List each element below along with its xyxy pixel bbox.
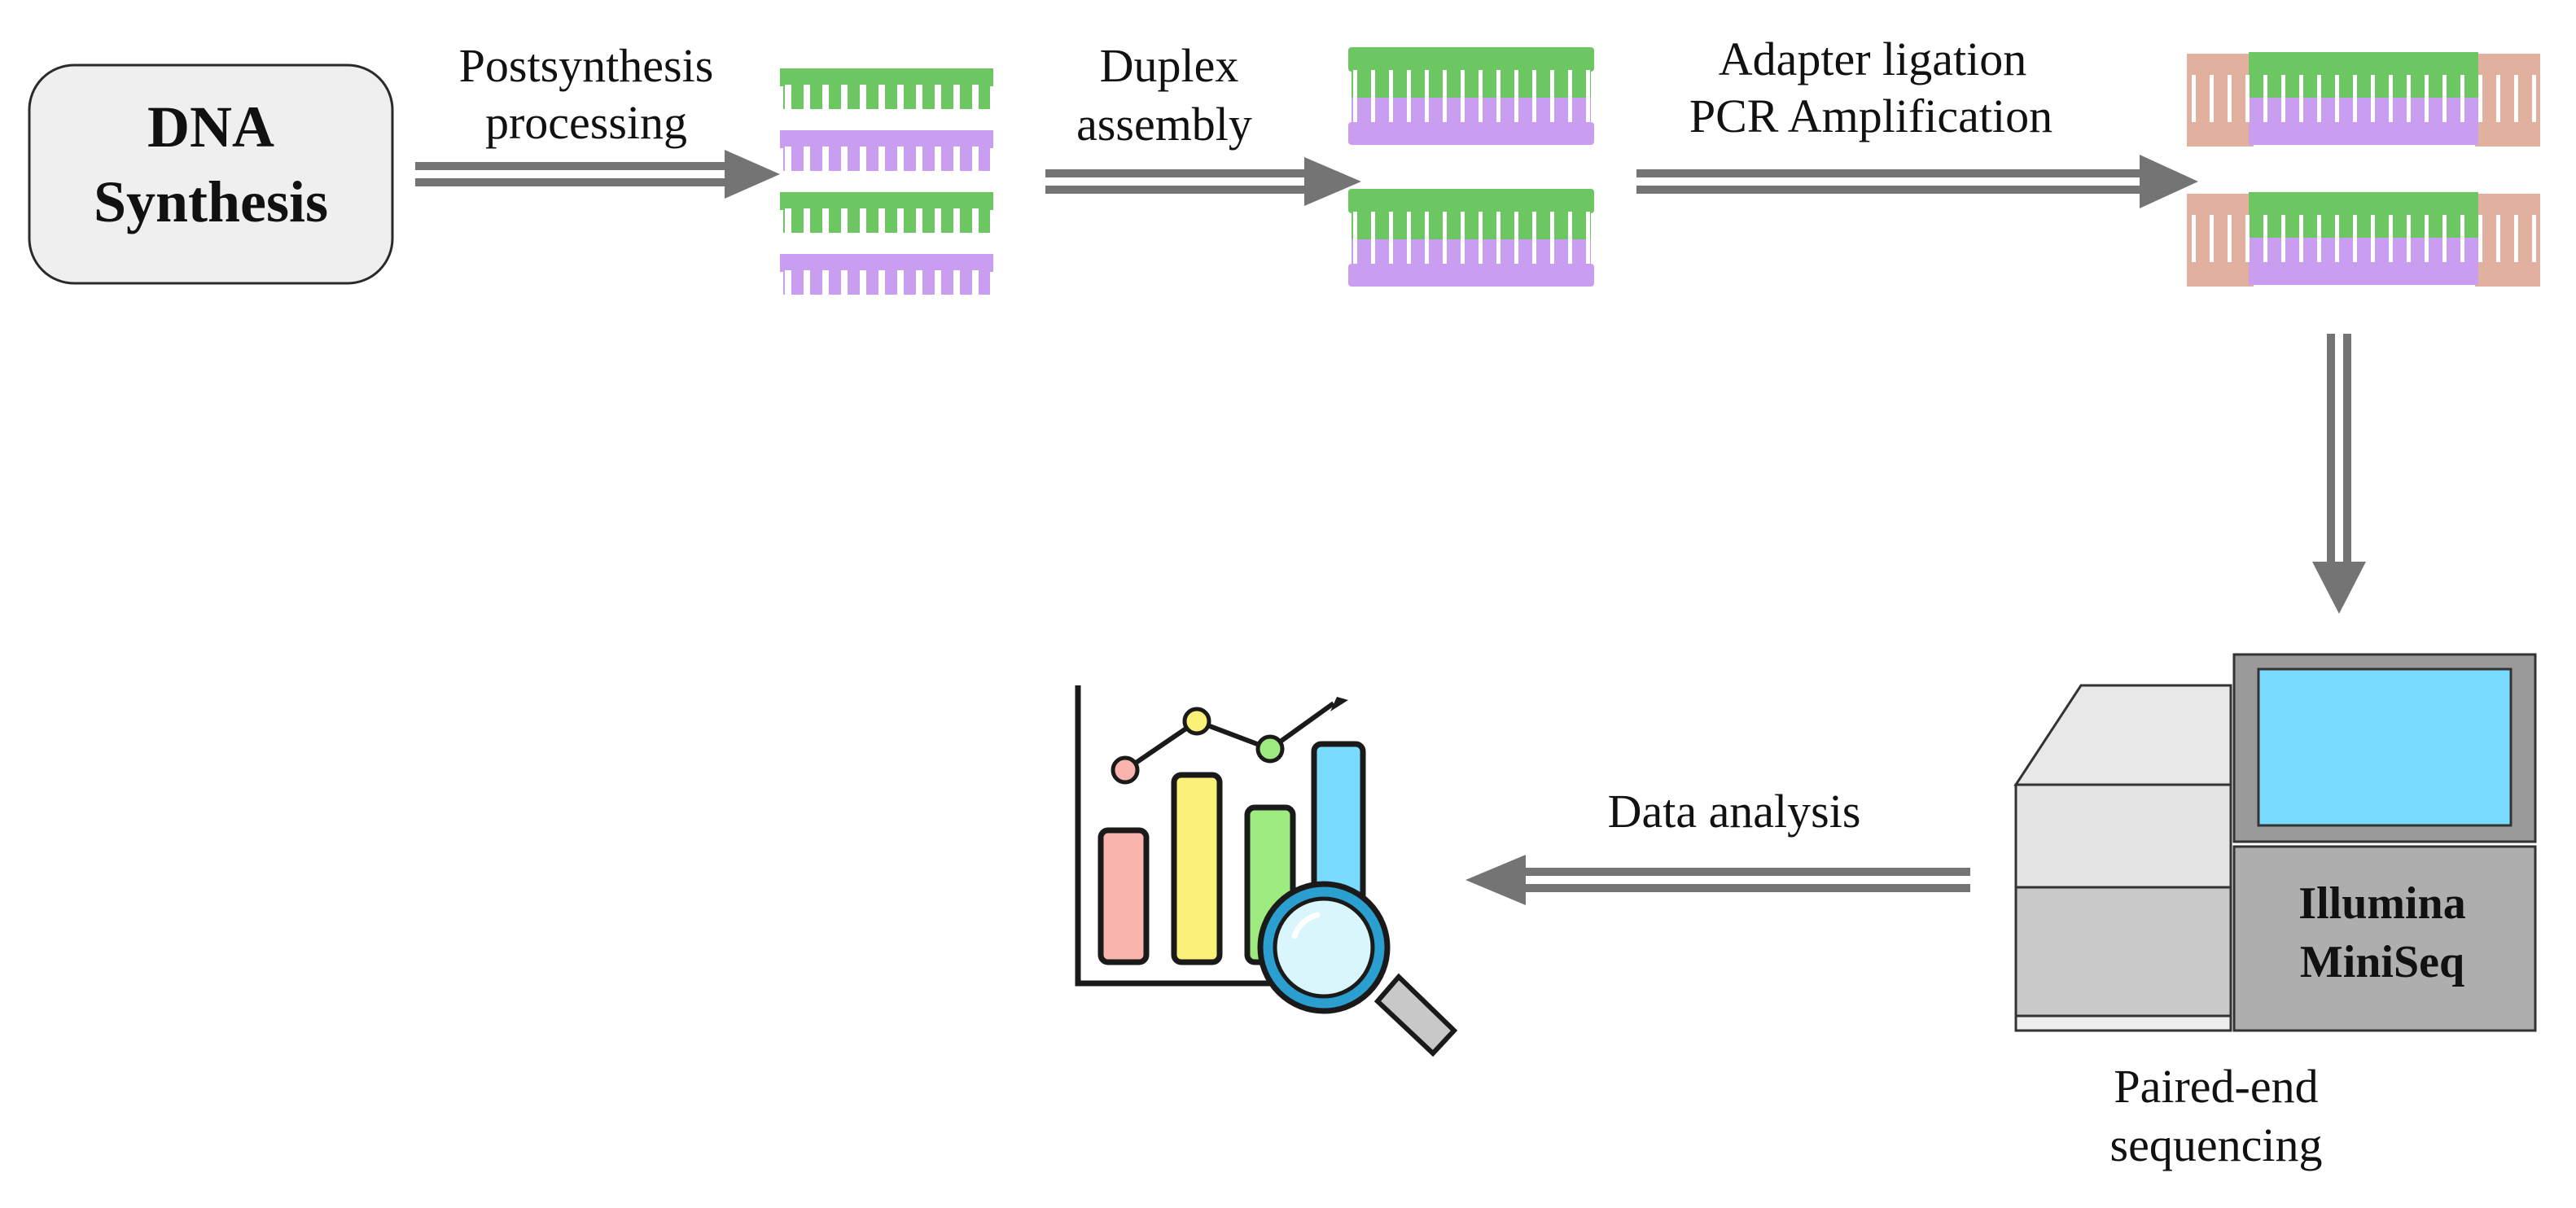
arrow-adapter [1636,155,2198,208]
arrow-postsynthesis [415,150,780,199]
strand-purple [780,130,993,171]
label-data-analysis: Data analysis [1608,785,1861,838]
ligated-duplex-pair [2187,52,2540,287]
sequencer-screen [2257,667,2512,827]
label-duplex-line2: assembly [1076,98,1252,151]
ligated-duplex-bottom [2187,192,2540,287]
single-strands [780,68,993,295]
magnifier-icon [1257,881,1458,1057]
label-duplex-line1: Duplex [1100,39,1239,92]
duplex-top [1348,47,1594,145]
label-adapter-line1: Adapter ligation [1719,33,2027,85]
sequencer-name-line2: MiniSeq [2300,937,2464,987]
ligated-duplex-top [2187,52,2540,147]
label-paired-end-line1: Paired-end [2114,1060,2318,1113]
dna-synthesis-line2: Synthesis [94,169,328,234]
arrow-to-sequencer [2312,334,2366,614]
strand-green [780,68,993,109]
label-paired-end-line2: sequencing [2110,1118,2323,1171]
strand-green [780,192,993,233]
dna-synthesis-box: DNA Synthesis [28,63,394,285]
sequencer-machine: Illumina MiniSeq [2013,653,2537,1032]
arrow-duplex [1045,157,1361,206]
sequencer-name-line1: Illumina [2298,878,2465,929]
arrow-data-analysis [1465,855,1970,905]
dna-synthesis-line1: DNA [147,94,274,160]
duplex-bottom [1348,189,1594,287]
analytics-chart-icon [1075,685,1458,1057]
duplex-pair [1348,47,1594,287]
label-postsynthesis-line2: processing [485,96,687,149]
label-postsynthesis-line1: Postsynthesis [459,39,714,92]
label-adapter-line2: PCR Amplification [1689,90,2052,142]
strand-purple [780,254,993,295]
